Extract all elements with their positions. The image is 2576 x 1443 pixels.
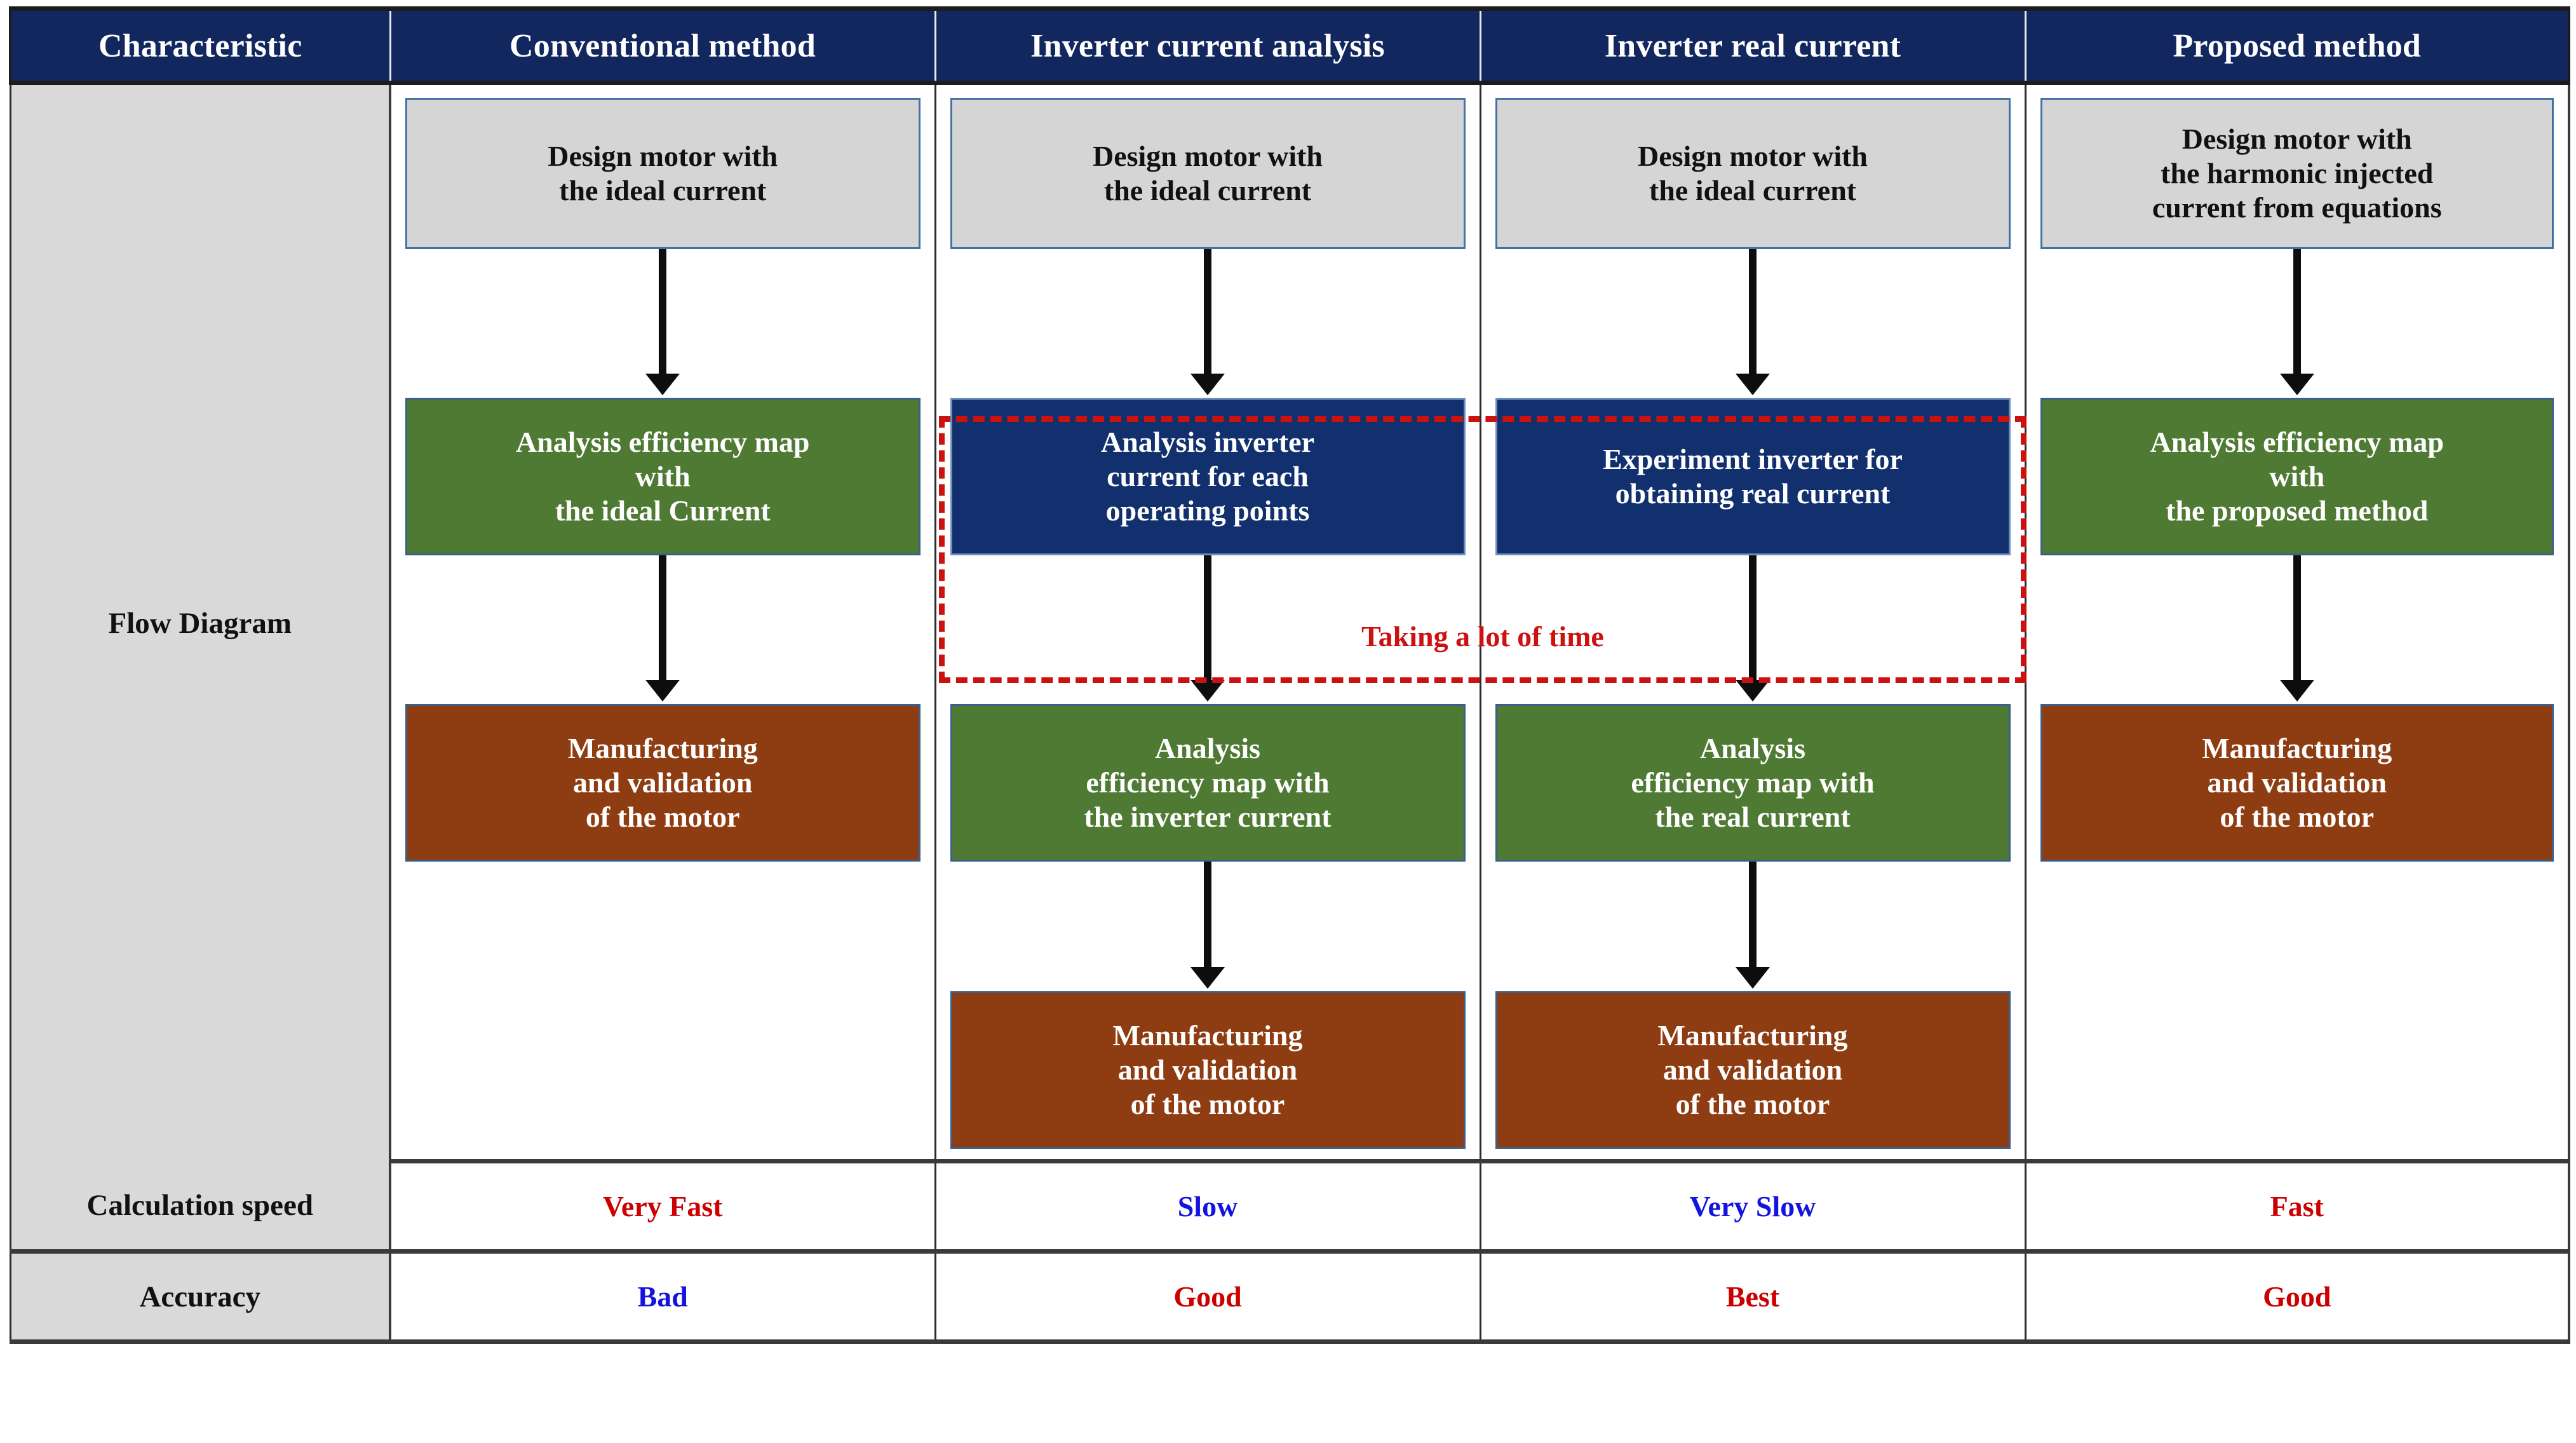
arrowhead-icon [645, 374, 680, 395]
table-header-row: Characteristic Conventional method Inver… [9, 6, 2570, 85]
method-comparison-table: Characteristic Conventional method Inver… [9, 6, 2570, 1344]
header-inverter-real-current: Inverter real current [1479, 6, 2026, 85]
cell-accuracy-inverter-real-current: Best [1479, 1251, 2026, 1344]
arrow-ica-3 [1190, 862, 1225, 989]
arrowhead-icon [2279, 680, 2314, 701]
row-label-calculation-speed: Calculation speed [9, 1161, 391, 1254]
row-label-flow-diagram: Flow Diagram [9, 83, 391, 1162]
arrowhead-icon [1736, 967, 1770, 989]
header-proposed-method: Proposed method [2024, 6, 2570, 85]
arrowhead-icon [645, 680, 680, 701]
arrow-irc-1 [1736, 249, 1770, 395]
arrow-irc-3 [1736, 862, 1770, 989]
arrow-proposed-2 [2279, 555, 2314, 701]
arrow-conventional-1 [645, 249, 680, 395]
value-text: Very Fast [602, 1190, 723, 1223]
calculation-speed-row: Calculation speed Very Fast Slow Very Sl… [9, 1161, 2570, 1254]
cell-speed-proposed: Fast [2024, 1161, 2570, 1254]
value-text: Best [1725, 1280, 1780, 1313]
header-conventional-method: Conventional method [389, 6, 936, 85]
cell-accuracy-proposed: Good [2024, 1251, 2570, 1344]
highlight-annotation-label: Taking a lot of time [1361, 620, 1604, 653]
value-text: Very Slow [1689, 1190, 1816, 1223]
cell-speed-inverter-real-current: Very Slow [1479, 1161, 2026, 1254]
arrow-irc-2 [1736, 555, 1770, 701]
arrowhead-icon [1190, 967, 1225, 989]
cell-accuracy-inverter-current-analysis: Good [934, 1251, 1481, 1344]
value-text: Fast [2270, 1190, 2324, 1223]
arrowhead-icon [1190, 680, 1225, 701]
header-characteristic: Characteristic [9, 6, 391, 85]
header-inverter-current-analysis: Inverter current analysis [934, 6, 1481, 85]
value-text: Bad [637, 1280, 688, 1313]
arrowhead-icon [1736, 374, 1770, 395]
accuracy-row: Accuracy Bad Good Best Good [9, 1251, 2570, 1344]
arrow-ica-1 [1190, 249, 1225, 395]
arrow-conventional-2 [645, 555, 680, 701]
value-text: Good [1173, 1280, 1242, 1313]
arrow-ica-2 [1190, 555, 1225, 701]
row-label-accuracy: Accuracy [9, 1251, 391, 1344]
arrowhead-icon [2279, 374, 2314, 395]
value-text: Slow [1177, 1190, 1238, 1223]
cell-speed-conventional: Very Fast [389, 1161, 936, 1254]
cell-accuracy-conventional: Bad [389, 1251, 936, 1344]
arrowhead-icon [1190, 374, 1225, 395]
arrowhead-icon [1736, 680, 1770, 701]
arrow-proposed-1 [2279, 249, 2314, 395]
value-text: Good [2263, 1280, 2331, 1313]
cell-speed-inverter-current-analysis: Slow [934, 1161, 1481, 1254]
